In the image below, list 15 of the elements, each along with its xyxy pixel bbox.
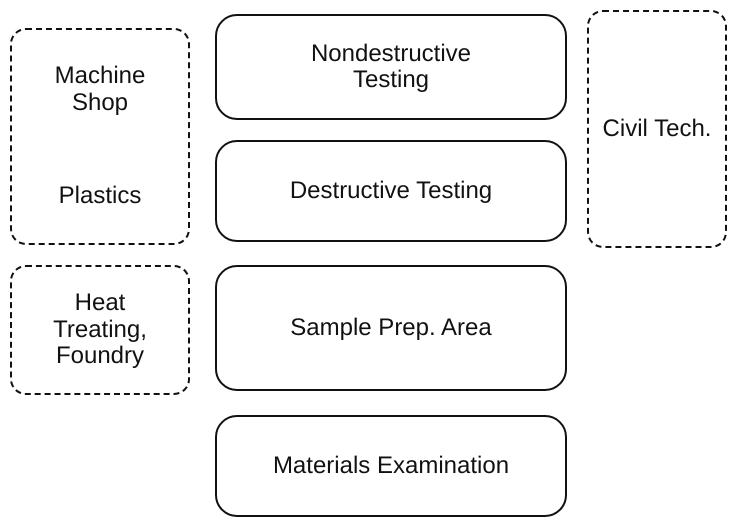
- area-label: Sample Prep. Area: [290, 314, 492, 342]
- dashed-area-box: [587, 10, 727, 248]
- area-label: Materials Examination: [272, 452, 510, 480]
- area-label: Destructive Testing: [290, 178, 492, 204]
- dashed-area-box: [10, 28, 190, 245]
- area-box: [215, 265, 567, 391]
- area-box: [215, 14, 567, 120]
- area-label: Heat Treating, Foundry: [52, 290, 148, 370]
- area-label: Civil Tech.: [602, 116, 712, 142]
- area-label: Nondestructive Testing: [310, 40, 472, 94]
- area-label: Plastics: [58, 183, 142, 210]
- area-box: [215, 140, 567, 242]
- area-box: [215, 415, 567, 517]
- area-label: Machine Shop: [54, 63, 146, 116]
- dashed-area-box: [10, 265, 190, 395]
